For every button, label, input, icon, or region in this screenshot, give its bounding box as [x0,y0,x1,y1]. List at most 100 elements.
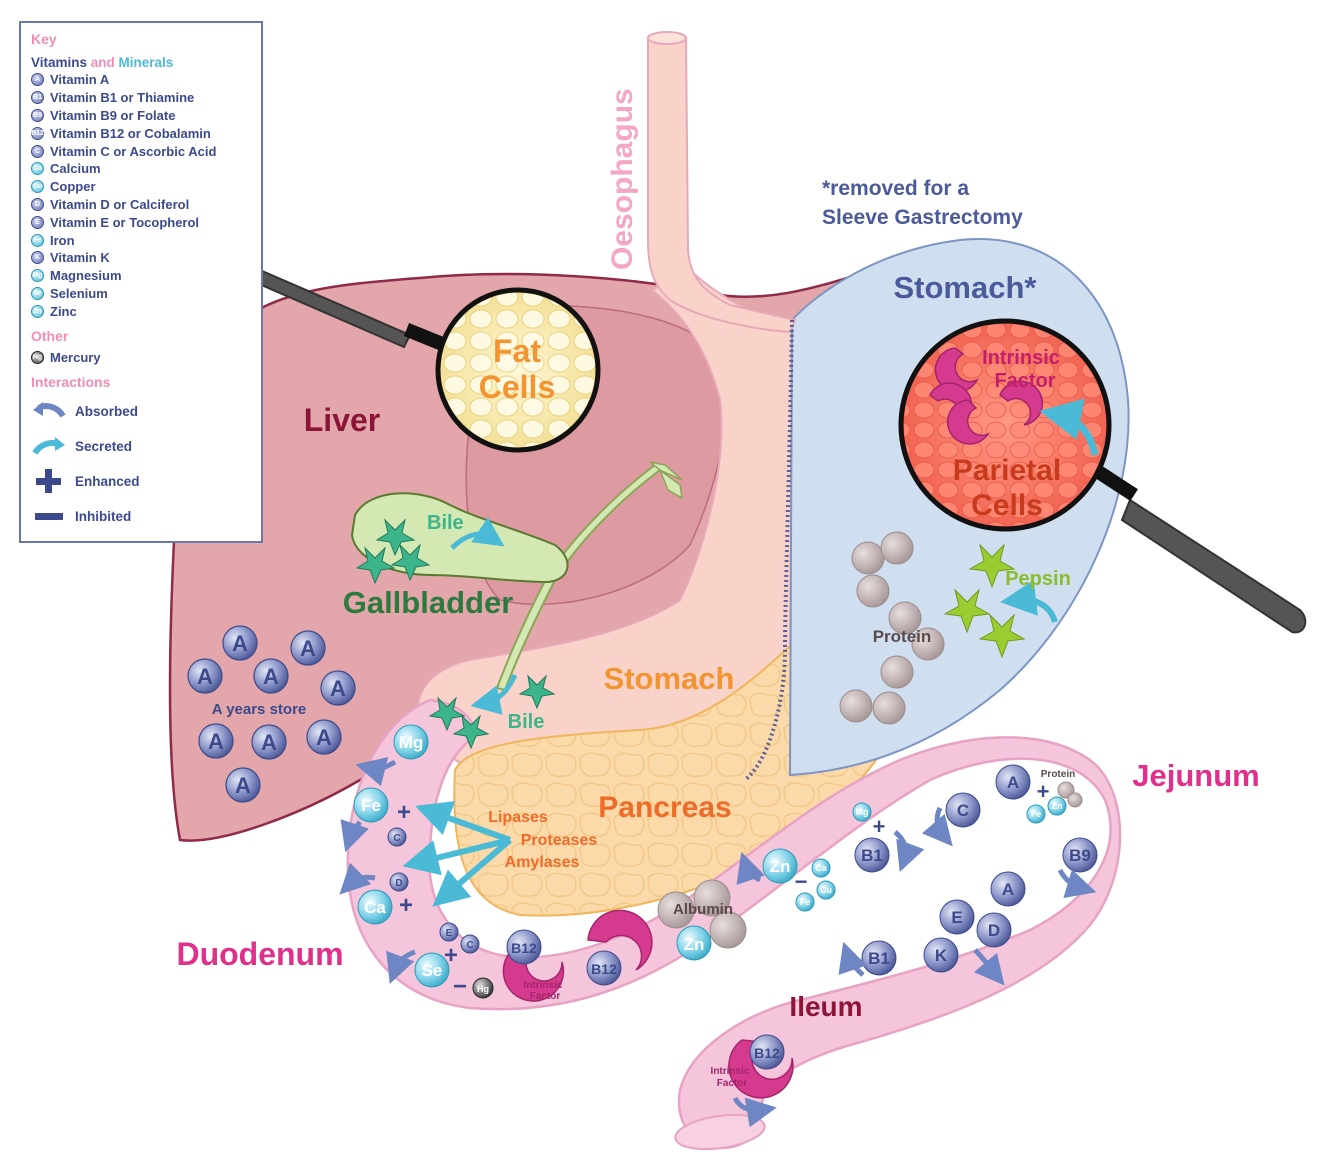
key-item-label: Vitamin C or Ascorbic Acid [50,143,217,159]
ileum-label: Ileum [789,991,862,1022]
parietal-label-2: Cells [971,489,1043,522]
stomach-removed-label: Stomach* [894,270,1038,305]
key-item-c: C Vitamin C or Ascorbic Acid [31,142,251,160]
svg-text:Hg: Hg [477,984,489,994]
key-title: Key [31,31,57,47]
svg-text:A: A [261,730,277,755]
svg-text:K: K [935,946,948,965]
mercury-ball-icon: Hg [31,350,44,364]
svg-text:D: D [395,878,402,889]
protein-particles [839,531,945,725]
key-item-label: Vitamin B9 or Folate [50,107,176,123]
intrinsic-small-label-2: Factor [530,991,561,1002]
svg-text:A: A [1002,880,1014,899]
svg-text:Fe: Fe [361,796,381,815]
svg-text:Fe: Fe [800,897,811,907]
nutrient-ball-icon: A [31,73,44,87]
removed-note-line2: Sleeve Gastrectomy [822,206,1023,229]
intrinsic-factor-label-2: Factor [994,370,1055,392]
key-item-label: Vitamin D or Calciferol [50,196,190,212]
bile-molecules-gallbladder [355,518,431,585]
nutrient-ball-icon: B1 [31,91,44,105]
bile-duodenum-label: Bile [508,711,545,733]
svg-text:−: − [795,869,808,894]
secreted-arrow-icon [1039,398,1099,456]
svg-text:Ca: Ca [364,898,386,917]
gallbladder-label: Gallbladder [343,585,514,620]
key-item-b12: B12 Vitamin B12 or Cobalamin [31,124,251,142]
proteases-label: Proteases [521,832,598,849]
svg-text:+: + [397,799,411,826]
svg-text:A: A [263,664,279,689]
key-item-label: Magnesium [50,268,122,284]
nutrient-ball-icon: Cu [31,180,44,194]
key-item-label: Vitamin B1 or Thiamine [50,90,195,106]
key-interaction-inhibited: Inhibited [31,499,251,534]
key-item-mg: Mg Magnesium [31,267,251,285]
svg-text:E: E [951,908,962,927]
svg-text:A: A [197,664,213,689]
nutrient-ball-icon: K [31,251,44,265]
secreted-arrow-icon [470,673,518,715]
svg-text:Zn: Zn [770,857,791,876]
key-item-label: Vitamin K [50,250,110,266]
nutrient-ball-icon: D [31,197,44,211]
key-interaction-label: Absorbed [75,403,139,419]
nutrient-ball-icon: B12 [31,126,44,140]
key-item-label: Zinc [50,303,77,319]
pepsin-label: Pepsin [1005,568,1071,590]
enzyme-arrows [402,801,512,907]
secreted-arrow-icon [1000,580,1058,624]
intrinsic-ileum-label-2: Factor [717,1078,748,1089]
svg-text:Fe: Fe [1031,809,1042,819]
svg-text:Mg: Mg [399,733,424,752]
albumin-particles [657,879,747,949]
nutrient-ball-icon: Fe [31,233,44,247]
key-item-label: Vitamin A [50,72,110,88]
key-item-a: A Vitamin A [31,71,251,89]
intrinsic-factor-label-1: Intrinsic [982,347,1060,369]
nutrient-ball-icon: B9 [31,108,44,122]
protein-small-label: Protein [1041,769,1075,780]
key-other-heading: Other [31,328,69,345]
albumin-label: Albumin [673,901,733,918]
oesophagus-label: Oesophagus [606,88,639,270]
lipases-label: Lipases [488,809,548,826]
nutrient-ball-icon: Se [31,286,44,300]
svg-text:Ca: Ca [815,863,827,873]
b12-intrinsic-duodenum: B12 B12 [502,909,653,1002]
key-item-label: Vitamin B12 or Cobalamin [50,125,211,141]
key-item-cu: Cu Copper [31,178,251,196]
nutrient-ball-icon: Ca [31,162,44,176]
svg-text:A: A [208,729,224,754]
plus-icon [31,468,67,494]
intrinsic-ileum-label-1: Intrinsic [711,1066,750,1077]
svg-text:B12: B12 [754,1045,780,1061]
key-item-label: Copper [50,179,96,195]
svg-text:B12: B12 [591,961,617,977]
svg-text:A: A [1007,773,1019,792]
nutrient-ball-icon: C [31,144,44,158]
svg-text:Zn: Zn [684,935,705,954]
svg-text:+: + [873,814,886,839]
svg-text:A: A [316,725,332,750]
curved-arrow-right-icon [31,433,67,459]
parietal-label-1: Parietal [953,454,1061,487]
nutrient-ball-icon: Mg [31,269,44,283]
key-interaction-label: Inhibited [75,508,132,524]
pancreas-label: Pancreas [598,791,731,824]
stomach-label: Stomach [604,661,735,696]
key-item-label: Calcium [50,161,101,177]
svg-text:B9: B9 [1069,846,1091,865]
svg-text:Cu: Cu [820,885,832,895]
svg-text:A: A [235,773,251,798]
svg-text:B12: B12 [511,940,537,956]
